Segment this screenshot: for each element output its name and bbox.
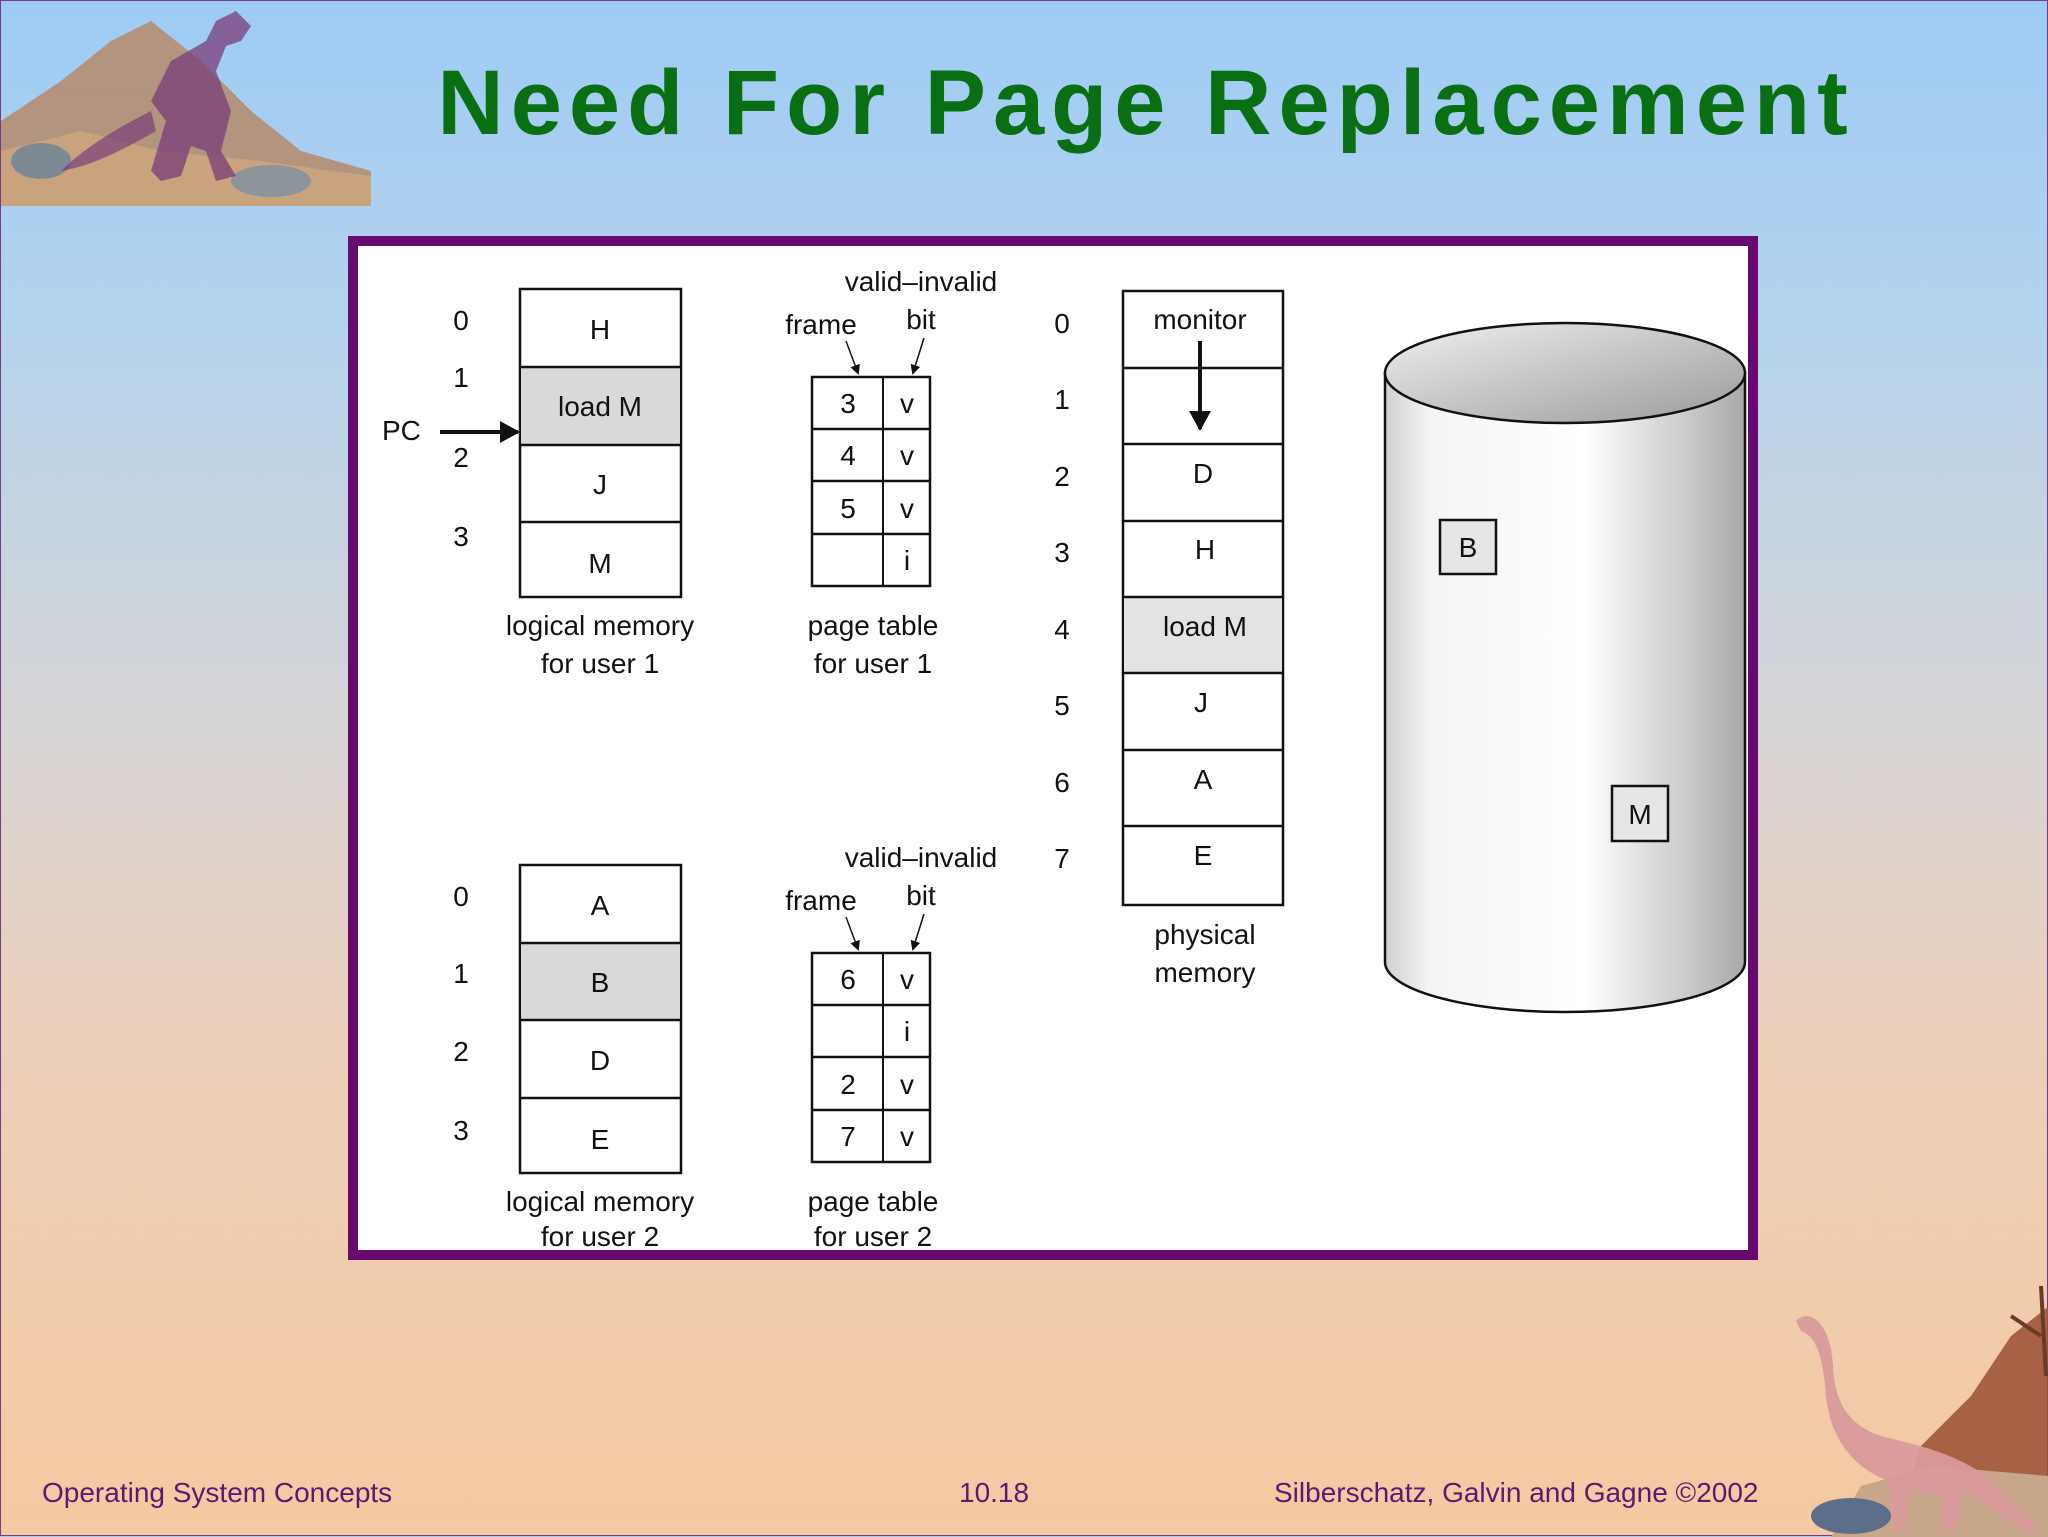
disk-cylinder: B M — [1383, 321, 1747, 1014]
pm-index: 2 — [1054, 461, 1070, 492]
pt1-bit: v — [900, 493, 914, 524]
valid-invalid-label: bit — [906, 304, 936, 335]
pm-cell: A — [1194, 764, 1213, 795]
pt2-bit: v — [900, 964, 914, 995]
valid-invalid-label: valid–invalid — [845, 842, 998, 873]
pt1-bit: v — [900, 440, 914, 471]
lm1-index: 2 — [453, 442, 469, 473]
lm2-cell: B — [591, 967, 610, 998]
lm1-cell: M — [588, 548, 611, 579]
pm-index: 7 — [1054, 843, 1070, 874]
pm-index: 6 — [1054, 767, 1070, 798]
disk-item: M — [1628, 799, 1651, 830]
pt2-bit: v — [900, 1121, 914, 1152]
pm-cell: J — [1194, 687, 1208, 718]
disk-page-m — [1610, 784, 1670, 843]
slide-title: Need For Page Replacement — [437, 52, 1855, 154]
pm-highlight-cell — [1124, 597, 1282, 673]
frame-label: frame — [785, 309, 857, 340]
disk-page-b — [1438, 518, 1498, 576]
pc-label: PC — [382, 415, 421, 446]
logical-memory-user2: 0 1 2 3 A B D E logical memory for user … — [453, 863, 694, 1250]
footer-copyright: Silberschatz, Galvin and Gagne ©2002 — [1274, 1477, 1759, 1508]
lm2-caption: for user 2 — [541, 1221, 659, 1250]
pm-caption: memory — [1154, 957, 1255, 988]
pt1-bit: v — [900, 388, 914, 419]
pm-index: 5 — [1054, 690, 1070, 721]
pt2-caption: page table — [808, 1186, 939, 1217]
pt1-bit: i — [904, 545, 910, 576]
lm2-cell: A — [591, 890, 610, 921]
lm1-index: 1 — [453, 362, 469, 393]
lm2-highlight-cell — [521, 943, 680, 1020]
footer-page-number: 10.18 — [959, 1477, 1030, 1508]
page-table-user2: frame valid–invalid bit 6 2 7 v i v v pa… — [785, 842, 997, 1250]
pt1-frame: 3 — [840, 388, 856, 419]
lm1-cell: J — [593, 469, 607, 500]
diagram-panel: 0 1 2 3 H load M J M logical memory for … — [348, 236, 1758, 1260]
lm2-cell: D — [590, 1045, 610, 1076]
lm1-caption: logical memory — [506, 610, 694, 641]
physical-memory: 0 1 2 3 4 5 6 7 monitor D H load M J A E — [1054, 289, 1285, 988]
page-table-user1: frame valid–invalid bit 3 4 5 v v v i pa… — [785, 266, 997, 679]
frame-label: frame — [785, 885, 857, 916]
pm-index: 4 — [1054, 614, 1070, 645]
dinosaur-top-left-icon — [1, 11, 371, 206]
pm-index: 3 — [1054, 537, 1070, 568]
pm-cell: monitor — [1153, 304, 1246, 335]
lm2-cell: E — [591, 1124, 610, 1155]
lm2-index: 1 — [453, 958, 469, 989]
lm1-index: 0 — [453, 305, 469, 336]
pt2-frame: 2 — [840, 1069, 856, 1100]
lm1-cell: load M — [558, 391, 642, 422]
footer-course-title: Operating System Concepts — [42, 1477, 393, 1508]
dinosaur-bottom-right-icon — [1796, 1285, 2048, 1537]
lm1-caption: for user 1 — [541, 648, 659, 679]
valid-invalid-label: bit — [906, 880, 936, 911]
pt2-frame: 6 — [840, 964, 856, 995]
lm2-index: 3 — [453, 1115, 469, 1146]
lm1-highlight-cell — [521, 367, 680, 445]
pm-cell: D — [1193, 458, 1213, 489]
pm-cell: E — [1194, 840, 1213, 871]
lm1-cell: H — [590, 314, 610, 345]
disk-item: B — [1459, 532, 1478, 563]
pm-index: 0 — [1054, 308, 1070, 339]
pt1-frame: 5 — [840, 493, 856, 524]
pt1-caption: page table — [808, 610, 939, 641]
pt1-frame: 4 — [840, 440, 856, 471]
pt2-frame: 7 — [840, 1121, 856, 1152]
lm2-caption: logical memory — [506, 1186, 694, 1217]
valid-invalid-label: valid–invalid — [845, 266, 998, 297]
pt1-caption: for user 1 — [814, 648, 932, 679]
lm1-index: 3 — [453, 521, 469, 552]
pt2-bit: v — [900, 1069, 914, 1100]
pt2-caption: for user 2 — [814, 1221, 932, 1250]
pm-cell: load M — [1163, 611, 1247, 642]
pm-index: 1 — [1054, 384, 1070, 415]
pm-caption: physical — [1154, 919, 1255, 950]
pm-cell: H — [1195, 534, 1215, 565]
logical-memory-user1: 0 1 2 3 H load M J M logical memory for … — [453, 287, 694, 679]
lm2-index: 2 — [453, 1036, 469, 1067]
pt2-bit: i — [904, 1016, 910, 1047]
page-replacement-diagram: 0 1 2 3 H load M J M logical memory for … — [382, 266, 1747, 1250]
lm2-index: 0 — [453, 881, 469, 912]
